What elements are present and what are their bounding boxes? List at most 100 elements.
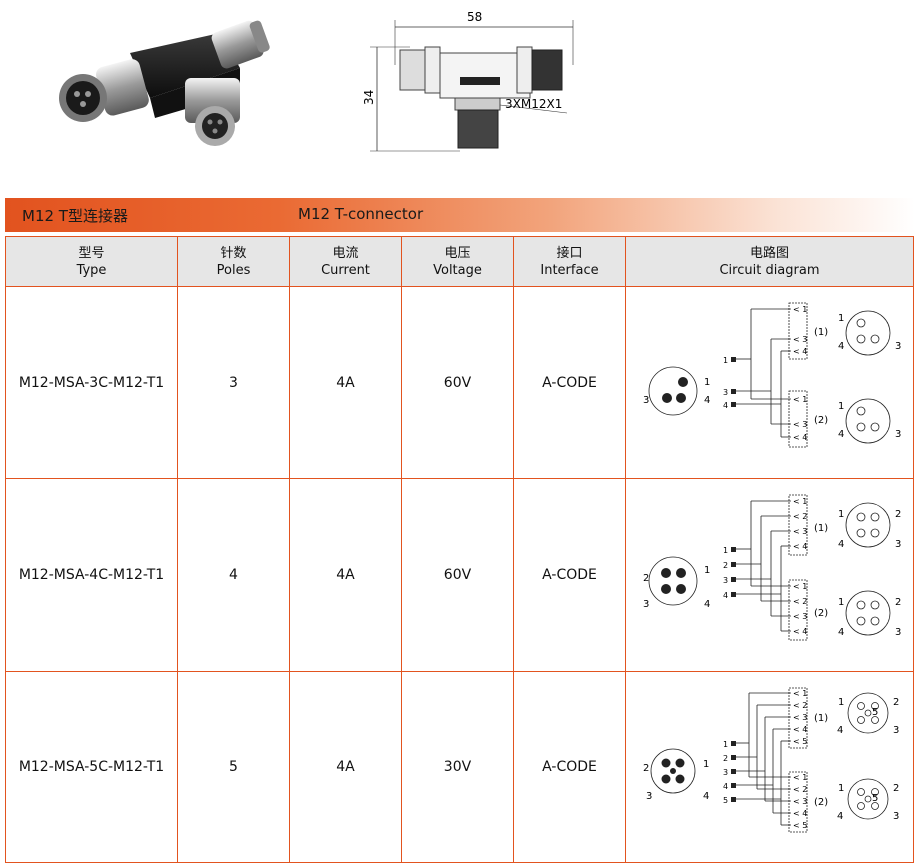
svg-text:3: 3 — [893, 725, 899, 736]
svg-text:2: 2 — [893, 697, 899, 708]
svg-text:4: 4 — [704, 599, 710, 610]
svg-text:< 4: < 4 — [793, 809, 807, 818]
svg-text:< 4: < 4 — [793, 542, 807, 551]
svg-text:2: 2 — [895, 509, 901, 520]
svg-text:3: 3 — [895, 341, 901, 352]
cell-poles: 5 — [178, 672, 290, 862]
svg-text:< 1: < 1 — [793, 305, 807, 314]
svg-text:4: 4 — [704, 395, 710, 406]
svg-text:3: 3 — [893, 811, 899, 822]
banner-title-cn: M12 T型连接器 — [22, 207, 128, 225]
svg-text:3: 3 — [643, 599, 649, 610]
svg-text:< 5: < 5 — [793, 737, 807, 746]
svg-text:< 1: < 1 — [793, 497, 807, 506]
svg-text:2: 2 — [893, 783, 899, 794]
cell-current: 4A — [290, 672, 402, 862]
svg-text:< 1: < 1 — [793, 689, 807, 698]
dim-height-label: 34 — [362, 90, 376, 105]
svg-text:< 2: < 2 — [793, 597, 807, 606]
svg-text:1: 1 — [723, 740, 728, 749]
svg-text:< 1: < 1 — [793, 773, 807, 782]
svg-text:1: 1 — [838, 509, 844, 520]
svg-text:< 3: < 3 — [793, 527, 807, 536]
banner-title-en: M12 T-connector — [298, 205, 424, 223]
svg-text:1: 1 — [838, 401, 844, 412]
svg-text:3: 3 — [895, 429, 901, 440]
svg-text:< 3: < 3 — [793, 797, 807, 806]
svg-text:4: 4 — [723, 401, 728, 410]
svg-text:1: 1 — [838, 313, 844, 324]
cell-voltage: 60V — [402, 287, 514, 479]
svg-text:(1): (1) — [814, 523, 828, 534]
svg-text:< 2: < 2 — [793, 512, 807, 521]
circuit-diagram-4pole: 2 1 3 4 1 2 3 4 < 1 < 2 < 3 < 4 < 1 < 2 < 3 < … — [643, 494, 901, 641]
svg-text:1: 1 — [838, 697, 844, 708]
svg-text:< 2: < 2 — [793, 785, 807, 794]
dimension-drawing: 58 34 3XM12X1 — [355, 5, 585, 155]
svg-text:2: 2 — [723, 754, 728, 763]
svg-text:3: 3 — [895, 539, 901, 550]
svg-text:(2): (2) — [814, 608, 828, 619]
svg-text:< 3: < 3 — [793, 612, 807, 621]
svg-text:< 1: < 1 — [793, 395, 807, 404]
cell-poles: 3 — [178, 287, 290, 479]
cell-current: 4A — [290, 287, 402, 479]
svg-text:< 5: < 5 — [793, 821, 807, 830]
cell-poles: 4 — [178, 479, 290, 672]
svg-text:< 4: < 4 — [793, 347, 807, 356]
svg-text:2: 2 — [723, 561, 728, 570]
svg-text:5: 5 — [872, 793, 878, 804]
svg-text:< 2: < 2 — [793, 701, 807, 710]
svg-text:1: 1 — [703, 759, 709, 770]
svg-text:3: 3 — [895, 627, 901, 638]
svg-text:4: 4 — [838, 429, 844, 440]
svg-text:1: 1 — [723, 546, 728, 555]
cell-voltage: 30V — [402, 672, 514, 862]
svg-text:5: 5 — [872, 707, 878, 718]
svg-text:< 1: < 1 — [793, 582, 807, 591]
cell-interface: A-CODE — [514, 287, 626, 479]
dim-width-label: 58 — [467, 10, 482, 24]
svg-text:4: 4 — [838, 341, 844, 352]
svg-text:(1): (1) — [814, 713, 828, 724]
svg-text:1: 1 — [838, 597, 844, 608]
circuit-diagram-3pole: 1 3 4 1 3 4 < 1< 3< 4 < 1< 3< 4 — [643, 302, 901, 448]
svg-text:1: 1 — [704, 565, 710, 576]
thread-label: 3XM12X1 — [505, 97, 562, 111]
svg-text:(2): (2) — [814, 415, 828, 426]
svg-text:< 3: < 3 — [793, 420, 807, 429]
svg-text:< 4: < 4 — [793, 725, 807, 734]
svg-text:< 4: < 4 — [793, 433, 807, 442]
svg-text:4: 4 — [703, 791, 709, 802]
cell-circuit-diagram — [626, 479, 913, 672]
svg-text:4: 4 — [838, 539, 844, 550]
svg-text:2: 2 — [895, 597, 901, 608]
svg-text:3: 3 — [723, 388, 728, 397]
section-banner: M12 T型连接器 M12 T-connector — [5, 198, 915, 232]
svg-text:5: 5 — [723, 796, 728, 805]
svg-text:< 4: < 4 — [793, 627, 807, 636]
cell-voltage: 60V — [402, 479, 514, 672]
svg-text:(2): (2) — [814, 797, 828, 808]
cell-circuit-diagram — [626, 287, 913, 479]
svg-text:1: 1 — [704, 377, 710, 388]
svg-text:2: 2 — [643, 573, 649, 584]
cell-current: 4A — [290, 479, 402, 672]
svg-text:4: 4 — [838, 627, 844, 638]
svg-text:3: 3 — [646, 791, 652, 802]
product-photo — [55, 8, 280, 148]
svg-text:4: 4 — [723, 591, 728, 600]
cell-interface: A-CODE — [514, 672, 626, 862]
svg-text:4: 4 — [837, 811, 843, 822]
svg-text:3: 3 — [723, 576, 728, 585]
svg-text:1: 1 — [723, 356, 728, 365]
svg-text:4: 4 — [723, 782, 728, 791]
circuit-diagram-5pole: 2 1 3 4 1 2 3 4 5 < 1 < 2 < 3 < 4 < 5 < 1 < 2… — [643, 687, 899, 833]
svg-text:3: 3 — [643, 395, 649, 406]
